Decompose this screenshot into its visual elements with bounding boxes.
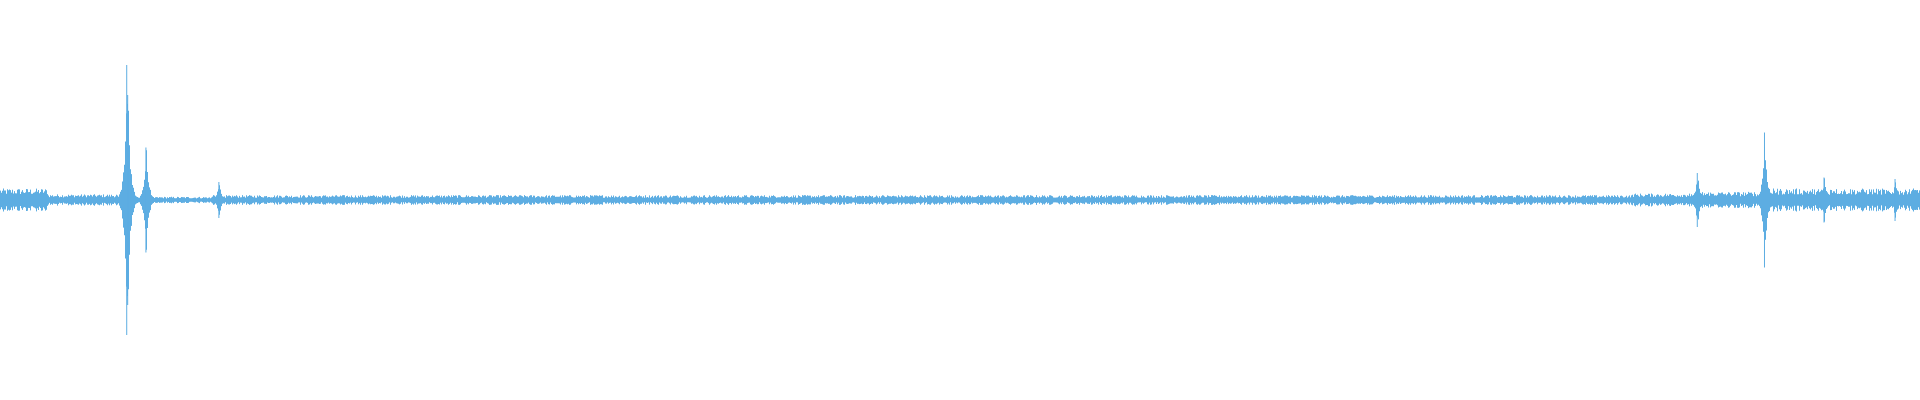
waveform-bars [0, 65, 1920, 335]
waveform-path [0, 103, 1920, 297]
